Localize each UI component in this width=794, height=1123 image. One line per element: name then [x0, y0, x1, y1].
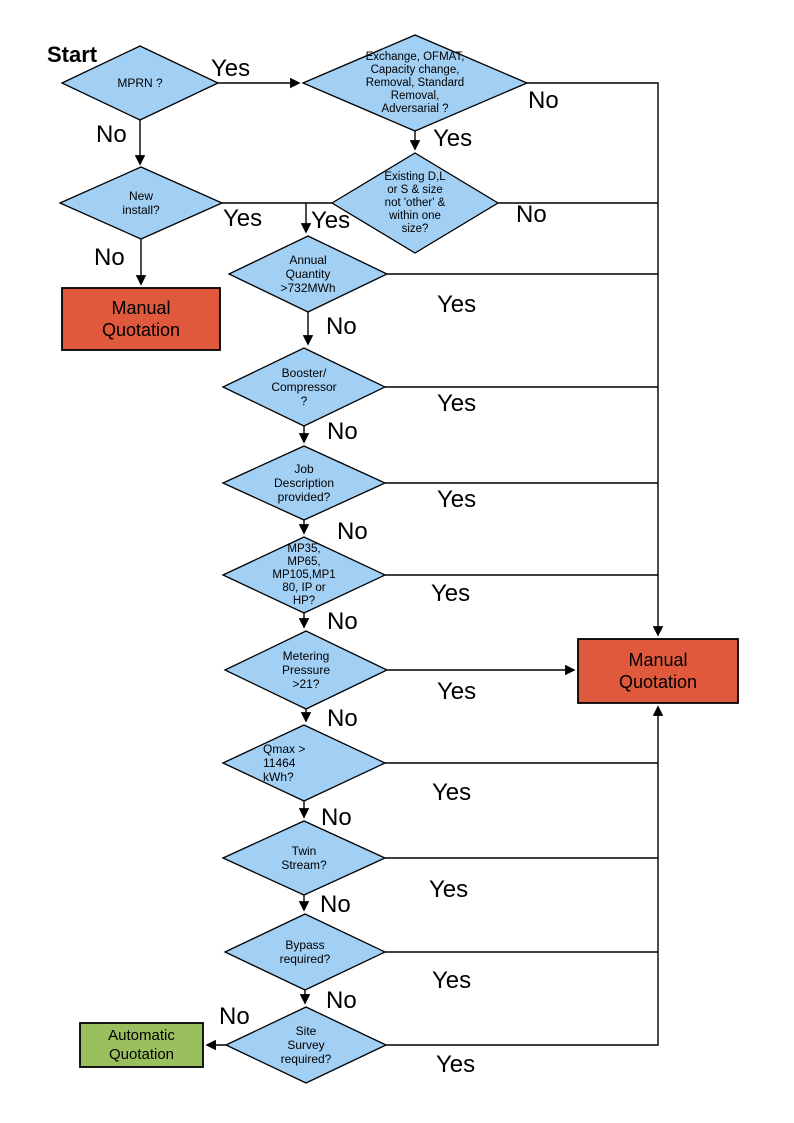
decision-qmax-label: Qmax > 11464 kWh?	[263, 742, 306, 784]
edge-twin-no-label: No	[320, 891, 351, 918]
terminal-manual-quotation-right	[577, 638, 739, 704]
edge-exchange-no-line	[527, 82, 664, 637]
decision-site-survey-label: Site Survey required?	[280, 1024, 332, 1066]
decision-exchange-label: Exchange, OFMAT, Capacity change, Remova…	[365, 51, 465, 115]
decision-bypass-label: Bypass required?	[279, 938, 331, 966]
decision-existing-size	[330, 152, 500, 254]
decision-job-description-label: Job Description provided?	[273, 462, 335, 504]
edge-annual-no-label: No	[326, 313, 357, 340]
terminal-automatic-quotation-label: Automatic Quotation	[108, 1027, 175, 1063]
edge-annual-yes-label: Yes	[437, 291, 477, 318]
decision-new-install	[58, 166, 224, 240]
edge-booster-no-label: No	[327, 418, 358, 445]
edge-mprn-no-label: No	[96, 121, 127, 148]
edge-job-no-label: No	[337, 518, 368, 545]
edge-site-survey-yes-label: Yes	[436, 1051, 476, 1078]
edge-new-install-yes-label: Yes	[223, 205, 263, 232]
edge-site-survey-no-label: No	[219, 1003, 250, 1030]
decision-booster	[221, 347, 387, 427]
edge-qmax-yes-label: Yes	[432, 779, 472, 806]
edge-mprn-yes-label: Yes	[211, 55, 251, 82]
decision-mprn	[60, 45, 220, 121]
decision-metering-pressure	[223, 630, 389, 710]
edge-metering-yes-label: Yes	[437, 678, 477, 705]
decision-twin-stream-label: Twin Stream?	[281, 844, 327, 872]
decision-exchange	[301, 34, 529, 132]
decision-job-description	[221, 445, 387, 521]
decision-new-install-label: New install?	[122, 189, 160, 217]
decision-annual-quantity-label: Annual Quantity >732MWh	[280, 253, 336, 295]
edge-mp-tier-yes-label: Yes	[431, 580, 471, 607]
edge-mp-tier-no-label: No	[327, 608, 358, 635]
terminal-manual-quotation-left	[61, 287, 221, 351]
decision-existing-size-label: Existing D,L or S & size not 'other' & w…	[384, 171, 446, 235]
terminal-manual-quotation-left-label: Manual Quotation	[101, 298, 181, 340]
decision-metering-pressure-label: Metering Pressure >21?	[281, 649, 331, 691]
decision-mprn-label: MPRN ?	[117, 76, 163, 90]
edge-new-install-no-label: No	[94, 244, 125, 271]
decision-mp-tier	[221, 536, 387, 614]
edge-bypass-no-label: No	[326, 987, 357, 1014]
edge-twin-yes-label: Yes	[429, 876, 469, 903]
edge-bypass-yes-label: Yes	[432, 967, 472, 994]
decision-bypass	[223, 913, 387, 991]
edge-booster-yes-label: Yes	[437, 390, 477, 417]
decision-annual-quantity	[227, 235, 389, 313]
edge-metering-no-label: No	[327, 705, 358, 732]
terminal-automatic-quotation	[79, 1022, 204, 1068]
terminal-manual-quotation-right-label: Manual Quotation	[618, 650, 698, 692]
decision-site-survey	[224, 1006, 388, 1084]
edge-existing-yes-line	[300, 202, 332, 234]
decision-mp-tier-label: MP35, MP65, MP105,MP1 80, IP or HP?	[272, 543, 336, 607]
edge-existing-yes-label: Yes	[311, 207, 351, 234]
edge-site-survey-yes-line	[386, 705, 664, 1046]
edge-exchange-yes-label: Yes	[433, 125, 473, 152]
decision-qmax	[221, 724, 387, 802]
decision-twin-stream	[221, 820, 387, 896]
edge-job-yes-label: Yes	[437, 486, 477, 513]
edge-existing-no-label: No	[516, 201, 547, 228]
edge-exchange-no-label: No	[528, 87, 559, 114]
edge-qmax-no-label: No	[321, 804, 352, 831]
start-label: Start	[47, 42, 98, 67]
decision-booster-label: Booster/ Compressor ?	[271, 366, 337, 408]
